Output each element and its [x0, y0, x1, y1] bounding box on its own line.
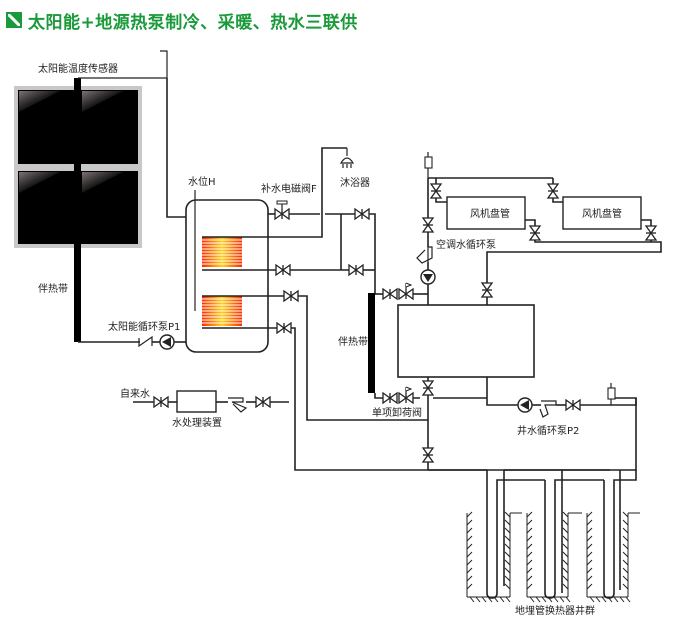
heat-exchanger-coil-lower [202, 296, 242, 326]
soil-hatching [466, 511, 631, 603]
ac-pump-icon [420, 269, 436, 285]
y-strainer-icon [228, 397, 248, 413]
relief-valve-icon [398, 386, 414, 404]
gate-valve-icon [547, 183, 559, 199]
check-valve-icon [138, 335, 153, 348]
solar-supply-pipe [166, 78, 186, 218]
well-pump-label: 井水循环泵P2 [517, 424, 579, 437]
solar-pump-label: 太阳能循环泵P1 [108, 320, 180, 333]
shower-pipe [202, 147, 347, 238]
gate-valve-icon [565, 399, 581, 411]
hot-water-tank [185, 199, 269, 353]
gate-valve-icon [529, 225, 541, 241]
heat-trace-left-label: 伴热带 [38, 282, 68, 295]
gate-valve-icon [255, 396, 271, 408]
relief-valve-icon [398, 282, 414, 300]
shower-label: 沐浴器 [340, 176, 370, 189]
ac-pump-label: 空调水循环泵 [436, 238, 496, 251]
gate-valve-icon [275, 264, 291, 276]
makeup-valve-label: 补水电磁阀F [261, 182, 317, 195]
heat-trace-left [74, 78, 81, 342]
air-vent-icon [424, 152, 433, 178]
gate-valve-icon [422, 380, 434, 396]
gate-valve-icon [348, 264, 364, 276]
fan-coil-unit-2 [562, 196, 642, 230]
ground-wells-label: 地埋管换热器井群 [515, 604, 595, 617]
gate-valve-icon [382, 392, 398, 404]
water-treatment-label: 水处理装置 [172, 416, 222, 429]
fan-coil-unit-1 [446, 196, 526, 230]
ground-heat-exchanger-wells [428, 469, 640, 599]
y-strainer-icon [539, 400, 557, 418]
fan-coil-1-label: 风机盘管 [470, 207, 510, 220]
well-pump-p2-icon [517, 397, 533, 413]
water-treatment-unit [176, 390, 217, 413]
gate-valve-icon [422, 447, 434, 463]
title-bar: 太阳能+地源热泵制冷、采暖、热水三联供 [6, 8, 358, 33]
gate-valve-icon [430, 183, 442, 199]
water-level-label: 水位H [188, 175, 216, 188]
gate-valve-icon [283, 290, 299, 302]
gate-valve-icon [153, 396, 169, 408]
fan-coil-2-label: 风机盘管 [582, 207, 622, 220]
gate-valve-icon [354, 208, 370, 220]
buffer-tank [397, 304, 535, 378]
gate-valve-icon [645, 225, 657, 241]
air-vent-icon [607, 383, 616, 405]
solar-sensor-label: 太阳能温度传感器 [38, 62, 118, 75]
gate-valve-icon [382, 288, 398, 300]
tap-water-label: 自来水 [120, 387, 150, 400]
sensor-wire [78, 50, 168, 79]
page-title: 太阳能+地源热泵制冷、采暖、热水三联供 [28, 12, 358, 33]
solar-pump-p1-icon [159, 334, 175, 350]
heat-exchanger-coil-upper [202, 237, 242, 267]
gate-valve-icon [481, 282, 493, 298]
gate-valve-icon [276, 322, 292, 334]
one-way-relief-label: 单项卸荷阀 [372, 406, 422, 419]
solar-collector-array [14, 78, 142, 342]
makeup-solenoid-valve-icon [274, 200, 290, 220]
gate-valve-icon [422, 217, 434, 233]
title-logo-icon [6, 12, 22, 28]
heat-trace-middle [368, 293, 375, 393]
heat-trace-middle-label: 伴热带 [338, 335, 368, 348]
shower-head-icon [339, 148, 355, 168]
y-strainer-icon [416, 246, 433, 264]
